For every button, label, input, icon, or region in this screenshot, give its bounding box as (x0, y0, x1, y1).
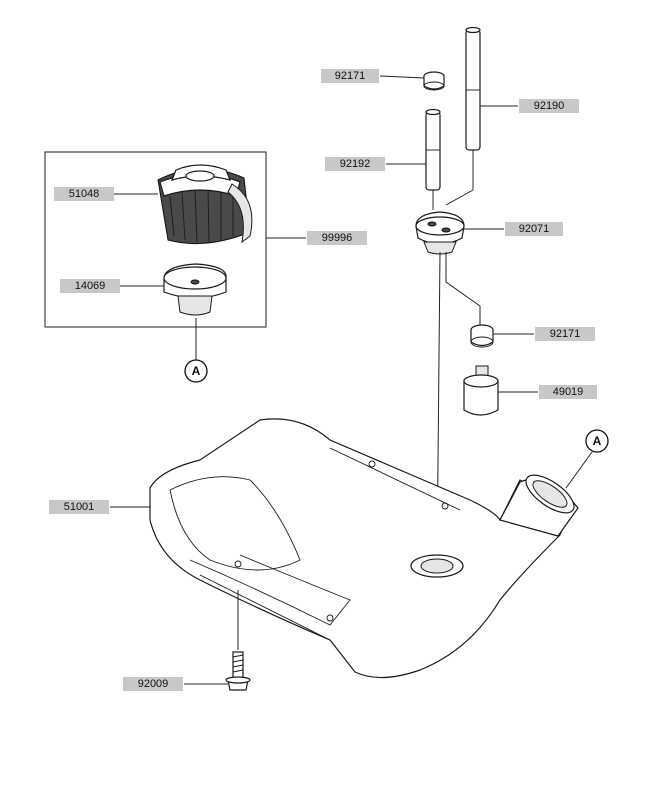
grommet-92071 (415, 211, 465, 255)
label-92190: 92190 (519, 99, 579, 113)
label-51001-text: 51001 (64, 501, 95, 513)
clamp-92171-mid (470, 324, 494, 348)
label-92171-top-text: 92171 (335, 70, 366, 82)
label-92192: 92192 (325, 157, 385, 171)
label-92071: 92071 (505, 222, 563, 236)
hose-92192 (425, 108, 441, 210)
gasket-14069 (163, 263, 227, 316)
hose-92190 (445, 26, 481, 206)
label-51048: 51048 (54, 187, 114, 201)
label-92009-text: 92009 (138, 678, 169, 690)
label-92009: 92009 (123, 677, 183, 691)
label-51001: 51001 (49, 500, 109, 514)
label-14069: 14069 (60, 279, 120, 293)
cap-assembly-frame (44, 151, 267, 328)
label-51048-text: 51048 (69, 188, 100, 200)
label-92192-text: 92192 (340, 158, 371, 170)
label-99996-text: 99996 (322, 232, 353, 244)
filter-49019 (463, 365, 499, 416)
clamp-92171-top (423, 71, 445, 91)
fuel-cap-51048 (157, 164, 253, 245)
ref-a-right-marker: A (565, 429, 609, 489)
label-99996: 99996 (307, 231, 367, 245)
fuel-tank-51001 (149, 418, 579, 679)
label-92171-mid-text: 92171 (550, 328, 581, 340)
bolt-92009 (225, 590, 251, 691)
label-49019-text: 49019 (553, 386, 584, 398)
label-14069-text: 14069 (75, 280, 106, 292)
label-92190-text: 92190 (534, 100, 565, 112)
label-92171-top: 92171 (321, 69, 379, 83)
label-92071-text: 92071 (519, 223, 550, 235)
ref-a-left-marker: A (184, 359, 208, 383)
label-49019: 49019 (539, 385, 597, 399)
ref-a-left-label: A (192, 364, 201, 378)
ref-a-right-label: A (593, 434, 602, 448)
label-92171-mid: 92171 (535, 327, 595, 341)
